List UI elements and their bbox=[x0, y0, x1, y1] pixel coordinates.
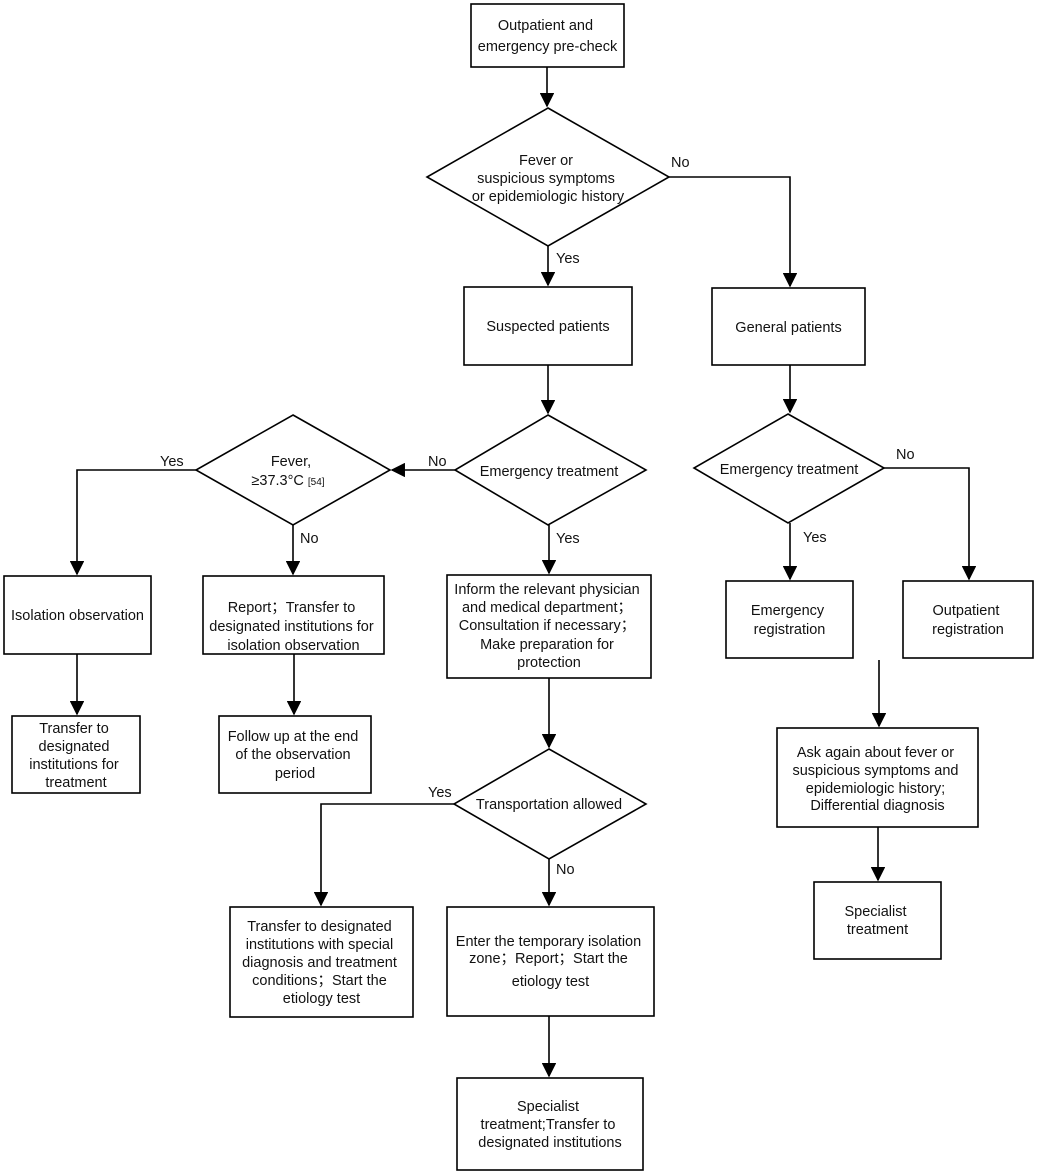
decision-fever-label: Fever or suspicious symptoms or epidemio… bbox=[472, 153, 625, 205]
isolation-observation-label: Isolation observation bbox=[11, 608, 144, 624]
precheck-label: Outpatient and emergency pre-check bbox=[478, 18, 618, 55]
node-suspected-patients: Suspected patients bbox=[463, 286, 633, 366]
node-isolation-observation: Isolation observation bbox=[3, 575, 152, 655]
emergency-general-label: Emergency treatment bbox=[720, 462, 859, 478]
node-follow-up: Follow up at the end of the observation … bbox=[218, 715, 372, 794]
label-emergency-suspected-yes: Yes bbox=[556, 531, 580, 547]
arrow-fever-no bbox=[669, 176, 798, 288]
connectors bbox=[69, 67, 977, 1078]
label-fever-no: No bbox=[671, 155, 690, 171]
label-emergency-suspected-no: No bbox=[428, 454, 447, 470]
node-precheck: Outpatient and emergency pre-check bbox=[470, 3, 625, 68]
label-fever-yes: Yes bbox=[556, 251, 580, 267]
decision-fever-temperature: Fever, ≥37.3°C[54] bbox=[194, 414, 392, 526]
node-inform-physician: Inform the relevant physician and medica… bbox=[446, 574, 652, 679]
node-temporary-isolation: Enter the temporary isolation zone；Repor… bbox=[446, 906, 655, 1017]
outpatient-registration-label: Outpatient registration bbox=[932, 603, 1004, 638]
decision-transportation: Transportation allowed bbox=[452, 748, 648, 860]
node-specialist-general: Specialist treatment bbox=[813, 881, 942, 960]
label-fever-temp-yes: Yes bbox=[160, 454, 184, 470]
label-emergency-general-no: No bbox=[896, 447, 915, 463]
decision-emergency-general: Emergency treatment bbox=[692, 413, 886, 524]
node-general-patients: General patients bbox=[711, 287, 866, 366]
general-label: General patients bbox=[735, 320, 841, 336]
label-transportation-no: No bbox=[556, 862, 575, 878]
arrow-fever-temp-yes bbox=[69, 469, 196, 576]
node-ask-again: Ask again about fever or suspicious symp… bbox=[776, 727, 979, 828]
fever-temp-label: Fever, ≥37.3°C[54] bbox=[251, 454, 324, 489]
emergency-registration-label: Emergency registration bbox=[751, 603, 828, 638]
follow-up-label: Follow up at the end of the observation … bbox=[228, 729, 363, 782]
edge-labels: No Yes No Yes Yes No No Yes Yes No bbox=[160, 155, 915, 878]
ask-again-label: Ask again about fever or suspicious symp… bbox=[792, 745, 962, 814]
label-emergency-general-yes: Yes bbox=[803, 530, 827, 546]
node-transfer-treatment: Transfer to designated institutions for … bbox=[11, 715, 141, 794]
inform-physician-label: Inform the relevant physician and medica… bbox=[454, 582, 643, 671]
emergency-suspected-label: Emergency treatment bbox=[480, 464, 619, 480]
specialist-final-label: Specialist treatment;Transfer to designa… bbox=[478, 1099, 622, 1151]
arrow-transportation-yes bbox=[313, 803, 454, 907]
transfer-treatment-label: Transfer to designated institutions for … bbox=[29, 721, 123, 791]
label-transportation-yes: Yes bbox=[428, 785, 452, 801]
suspected-label: Suspected patients bbox=[486, 319, 609, 335]
decision-emergency-suspected: Emergency treatment bbox=[453, 414, 648, 526]
specialist-general-label: Specialist treatment bbox=[844, 904, 910, 938]
node-transfer-special: Transfer to designated institutions with… bbox=[229, 906, 414, 1018]
node-outpatient-registration: Outpatient registration bbox=[902, 580, 1034, 659]
node-report-transfer: Report；Transfer to designated institutio… bbox=[202, 575, 385, 655]
node-specialist-final: Specialist treatment;Transfer to designa… bbox=[456, 1077, 644, 1171]
decision-fever-symptoms: Fever or suspicious symptoms or epidemio… bbox=[425, 107, 671, 247]
report-transfer-label: Report；Transfer to designated institutio… bbox=[209, 600, 377, 654]
transfer-special-label: Transfer to designated institutions with… bbox=[242, 919, 401, 1007]
temporary-isolation-label: Enter the temporary isolation zone；Repor… bbox=[456, 934, 645, 990]
label-fever-temp-no: No bbox=[300, 531, 319, 547]
node-emergency-registration: Emergency registration bbox=[725, 580, 854, 659]
arrow-emergency-general-no bbox=[884, 467, 977, 581]
transportation-label: Transportation allowed bbox=[476, 797, 622, 813]
